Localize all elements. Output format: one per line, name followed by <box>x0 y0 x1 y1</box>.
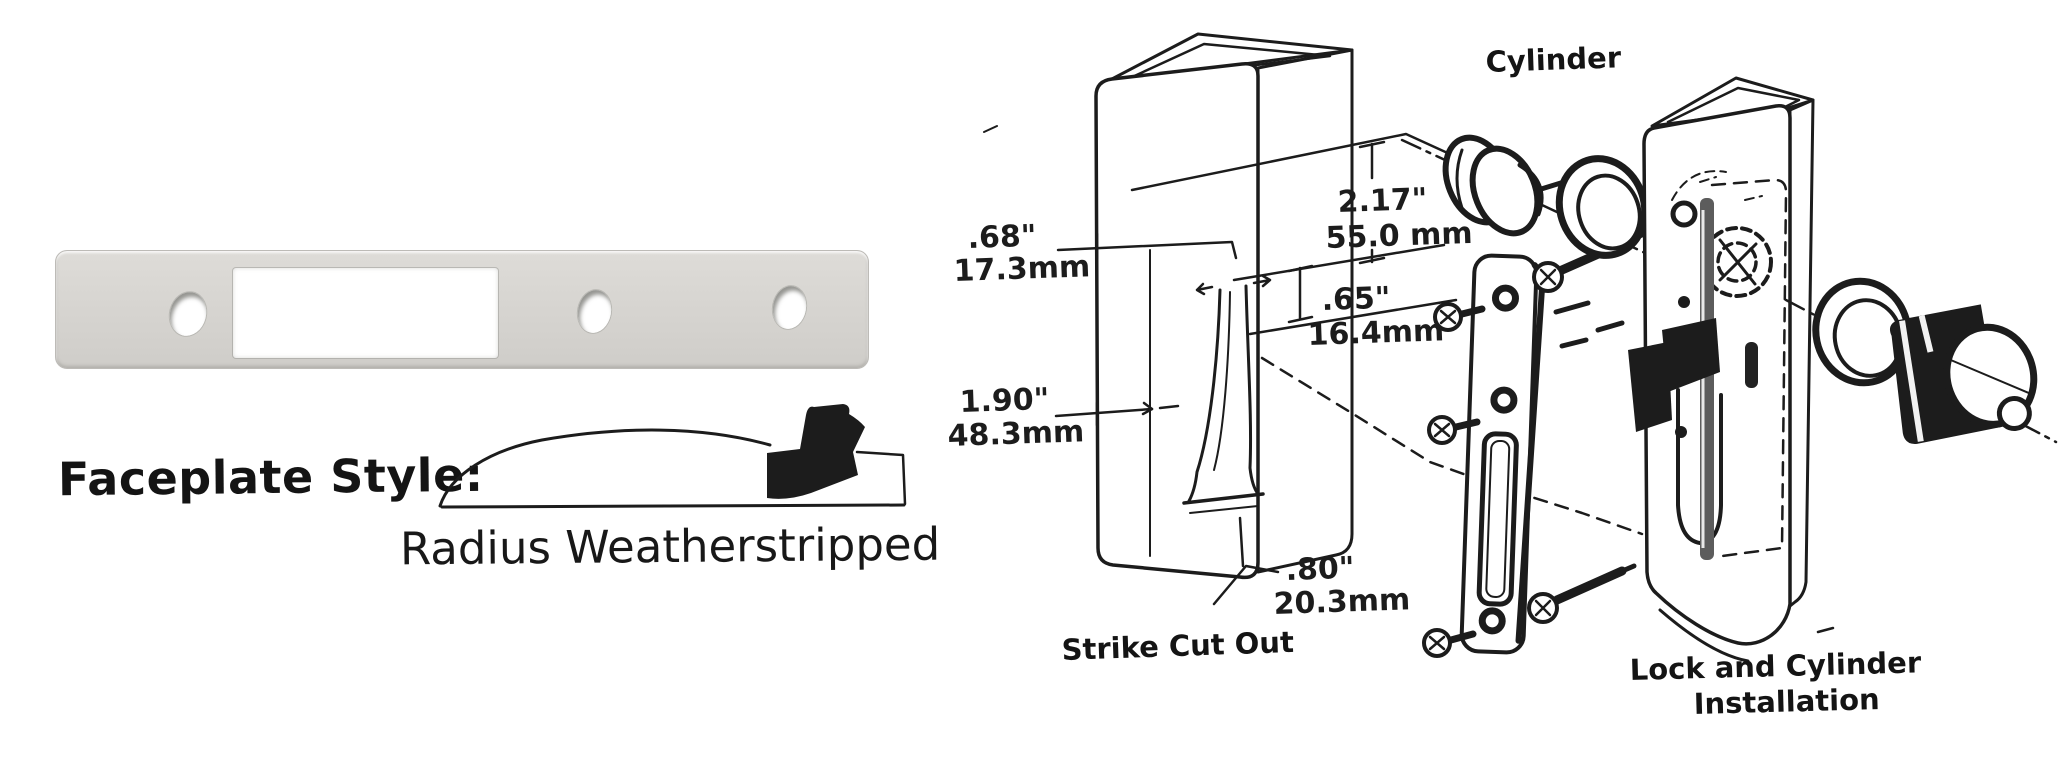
dim-80-inches: .80" <box>1285 551 1355 588</box>
dim-2-17-mm: 55.0 mm <box>1325 216 1473 256</box>
cutout-foot-inner-line <box>1189 505 1259 514</box>
dim-cutout-length: 1.90" 48.3mm <box>947 382 1180 454</box>
lock-slot-detail <box>1745 342 1758 388</box>
dim-65-mm: 16.4mm <box>1307 313 1445 353</box>
ext-line-cutout-top <box>1232 243 1446 282</box>
cylinder-body-highlights <box>1899 314 1934 442</box>
strike-jamb-tube <box>1094 32 1354 580</box>
dim-80-mm: 20.3mm <box>1273 582 1411 622</box>
faceplate-bolt-slot <box>1476 431 1519 607</box>
dimension-lines: 2.17" 55.0 mm .68" 17.3mm .65" 16.4mm <box>947 125 1644 622</box>
stray-tick <box>983 125 998 133</box>
hook-bolt-upper <box>1662 318 1720 392</box>
lock-installation-label-line1: Lock and Cylinder <box>1629 645 1922 687</box>
faceplate-style-label: Faceplate Style: <box>57 447 484 507</box>
strike-cutout-label: Strike Cut Out <box>1061 625 1294 667</box>
cutout-foot-line <box>1182 492 1265 505</box>
dim-ticks-65 <box>1287 264 1314 324</box>
lock-hole-dot-top <box>1678 296 1690 308</box>
door-stile-tube <box>1628 76 1815 663</box>
dim-65-inches: .65" <box>1321 281 1391 318</box>
faceplate-hole-bottom <box>1478 607 1506 635</box>
cylinder-hub-spokes <box>1718 238 1758 286</box>
cylinder-keyway-circle <box>1996 395 2032 431</box>
stile-bottom-break-line <box>1658 608 1750 663</box>
profile-baseline <box>440 503 906 509</box>
stile-side-face <box>1788 98 1815 608</box>
profile-right-end <box>855 450 907 506</box>
screw-left-top <box>1433 302 1486 332</box>
cylinder-front-ring <box>1469 145 1541 237</box>
faceplate-bolt-slot-inner <box>1485 439 1511 598</box>
dim-2-17-inches: 2.17" <box>1337 182 1428 220</box>
faceplate-screw-hole-middle <box>574 287 615 336</box>
screw-left-bottom <box>1422 628 1477 658</box>
dim-68-inches: .68" <box>967 219 1037 256</box>
faceplate-profile-drawing <box>438 404 907 509</box>
dim-ticks-2-17 <box>1358 140 1386 265</box>
ext-line-cylinder-center <box>1130 132 1454 192</box>
profile-top-curve <box>438 428 772 508</box>
cylinder-hub-inner <box>1716 241 1758 283</box>
dim-cutout-bottom-offset: .80" 20.3mm <box>1212 516 1411 622</box>
lock-installation-label-line2: Installation <box>1693 682 1880 721</box>
lock-top-sketch-marks <box>1671 170 1763 201</box>
faceplate-photo <box>55 250 869 369</box>
cutout-width-arrow-left <box>1195 282 1214 296</box>
ext-line-cutout-mid <box>1248 298 1458 336</box>
cylinder-ring-highlight <box>1455 148 1464 210</box>
jamb-side-face <box>1256 48 1354 574</box>
cylinder-and-ring-top <box>1400 134 1714 286</box>
mortise-cylinder-right <box>1890 304 2038 444</box>
dim-190-mm: 48.3mm <box>947 414 1085 454</box>
faceplate-hole-middle <box>1490 386 1518 414</box>
dim-cutout-slot-height: .65" 16.4mm <box>1287 264 1445 353</box>
cutout-right-line <box>1244 284 1260 496</box>
faceplate-style-name: Radius Weatherstripped <box>399 517 941 576</box>
cylinder-and-ring-right <box>1784 277 2058 444</box>
dim-cutout-top-offset: .68" 17.3mm <box>953 219 1238 289</box>
dim-ticks-190 <box>1095 401 1154 427</box>
screw-left-middle <box>1427 415 1481 445</box>
dim-190-inches: 1.90" <box>959 382 1050 420</box>
dim-cylinder-center-height: 2.17" 55.0 mm <box>1325 140 1473 265</box>
strike-cutout-sketch <box>1149 249 1272 557</box>
lock-hole-dot-bottom <box>1675 426 1687 438</box>
mortise-lock-body <box>1628 170 1788 560</box>
faceplate-screw-hole-right <box>769 283 810 332</box>
label-tick <box>1816 626 1835 634</box>
motion-dashes <box>1553 300 1625 349</box>
stile-top-opening-inner <box>1666 86 1801 124</box>
faceplate-screw-hole-left <box>165 288 211 340</box>
dim-line-80 <box>1212 516 1280 606</box>
dim-68-mm: 17.3mm <box>953 249 1091 289</box>
cylinder-label: Cylinder <box>1485 40 1622 79</box>
trim-ring-top-inner <box>1576 173 1642 251</box>
lock-faceplate-top-hole <box>1670 200 1698 228</box>
dim-line-68 <box>1056 240 1238 260</box>
jamb-front-face <box>1094 62 1260 580</box>
cutout-left-line <box>1187 288 1222 503</box>
lock-installation-diagram: 2.17" 55.0 mm .68" 17.3mm .65" 16.4mm <box>947 32 2058 721</box>
lock-case-hidden-outline <box>1710 178 1788 558</box>
dim-line-190 <box>1054 404 1180 418</box>
faceplate-latch-cutout <box>233 268 498 358</box>
cylinder-face-centerline <box>1949 358 2032 395</box>
cutout-left-inner-line <box>1213 291 1231 471</box>
hook-bolt-lower <box>1628 342 1672 432</box>
screw-right-bottom <box>1527 563 1637 624</box>
faceplate-hole-top <box>1491 284 1519 312</box>
weatherstrip-insert-shape <box>767 404 865 499</box>
cutout-width-arrow-right <box>1252 274 1272 288</box>
